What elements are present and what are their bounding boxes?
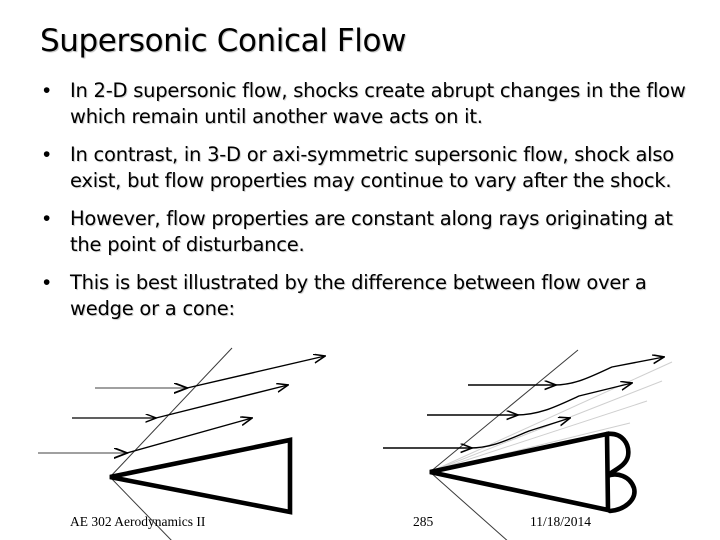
cone-faint-ray-3: [429, 400, 648, 473]
bullet-text: However, flow properties are constant al…: [70, 207, 673, 256]
footer-date: 11/18/2014: [530, 514, 592, 529]
shock-line-upper-wedge: [109, 347, 233, 478]
cone-faint-ray-2: [429, 380, 663, 473]
footer-slide-number: 285: [413, 514, 434, 529]
bullet-marker: •: [43, 79, 51, 102]
bullet-list: • In 2-D supersonic flow, shocks create …: [38, 78, 698, 334]
cone-body: [429, 431, 611, 513]
bullet-text: In contrast, in 3-D or axi-symmetric sup…: [70, 143, 674, 192]
bullet-marker: •: [43, 143, 51, 166]
deflected-arrow-wedge-3: [126, 418, 252, 454]
curved-streamline-cone-3: [469, 418, 570, 449]
footer-course-label: AE 302 Aerodynamics II: [70, 514, 206, 529]
wedge-body: [109, 437, 293, 515]
bullet-text: In 2-D supersonic flow, shocks create ab…: [70, 79, 686, 128]
list-item: • In contrast, in 3-D or axi-symmetric s…: [38, 142, 698, 193]
page-title: Supersonic Conical Flow: [40, 23, 407, 59]
list-item: • In 2-D supersonic flow, shocks create …: [38, 78, 698, 129]
list-item: • However, flow properties are constant …: [38, 206, 698, 257]
bullet-text: This is best illustrated by the differen…: [70, 271, 647, 320]
curved-streamline-cone-2: [515, 383, 632, 416]
list-item: • This is best illustrated by the differ…: [38, 270, 698, 321]
shock-line-upper-cone: [429, 349, 579, 473]
cone-faint-ray-4: [429, 422, 631, 473]
cone-faint-ray-1: [429, 361, 673, 473]
cone-base-ellipse: [604, 431, 637, 514]
deflected-arrow-wedge-2: [155, 385, 288, 419]
deflected-arrow-wedge-1: [186, 356, 325, 389]
curved-streamline-cone-1: [553, 357, 664, 386]
bullet-marker: •: [43, 271, 51, 294]
bullet-marker: •: [43, 207, 51, 230]
slide-footer: AE 302 Aerodynamics II 285 11/18/2014: [0, 504, 720, 540]
